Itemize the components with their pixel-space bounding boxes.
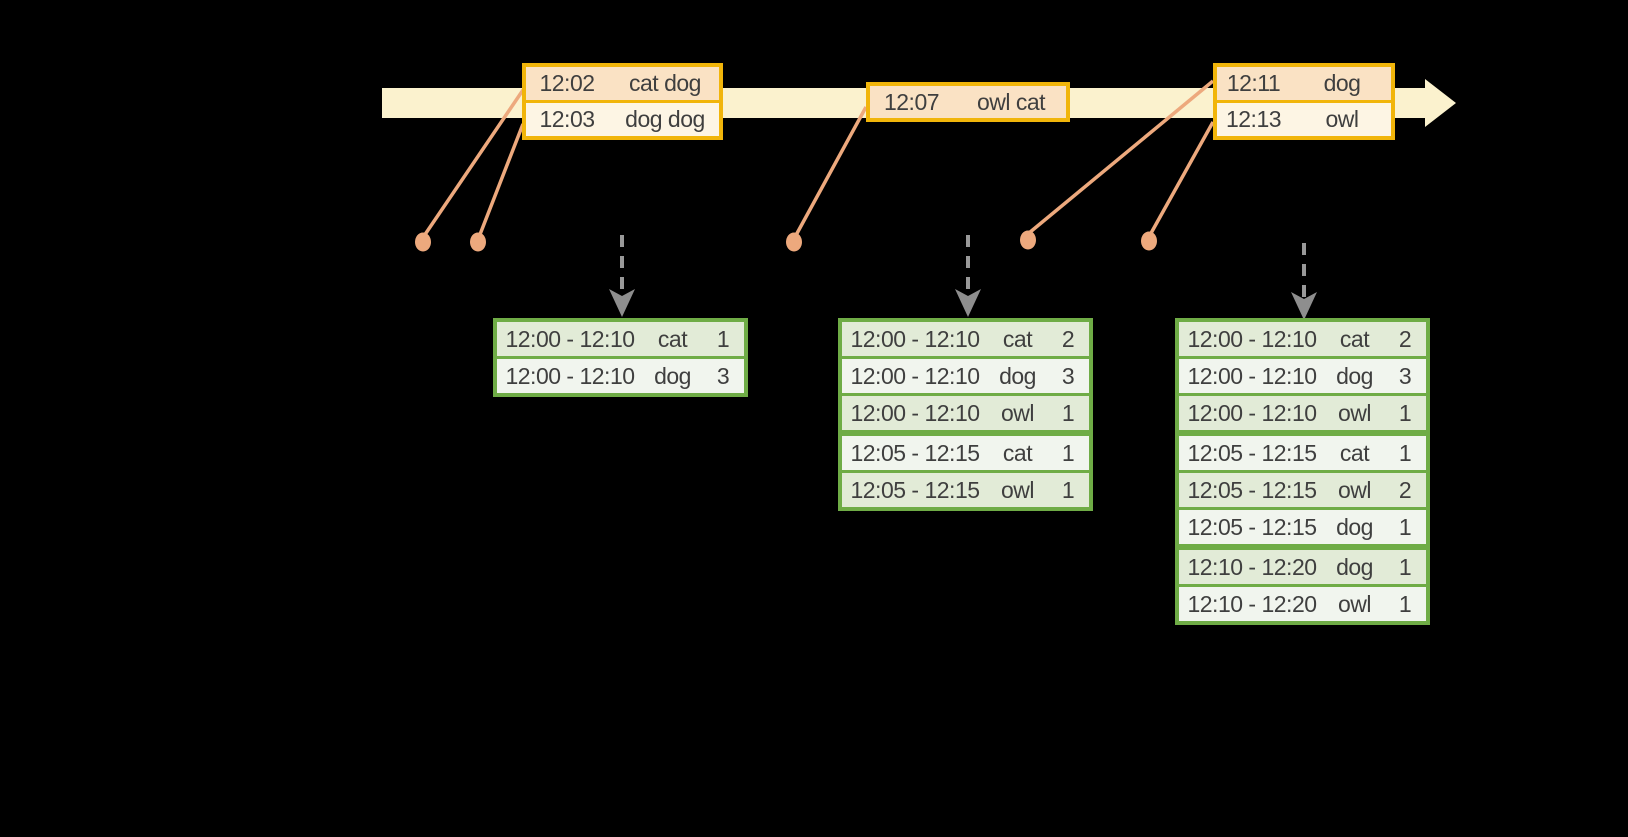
- window-range-cell: 12:05 - 12:15: [1179, 473, 1325, 507]
- result-row: 12:00 - 12:10 cat 2: [842, 322, 1089, 356]
- count-cell: 1: [1384, 436, 1426, 470]
- word-cell: owl: [1328, 587, 1381, 621]
- count-cell: 1: [1047, 396, 1089, 430]
- window-range-cell: 12:00 - 12:10: [1179, 359, 1325, 393]
- count-cell: 2: [1384, 322, 1426, 356]
- event-row: 12:07 owl cat: [870, 86, 1066, 118]
- event-time-cell: 12:02: [526, 67, 608, 100]
- window-range-cell: 12:05 - 12:15: [1179, 510, 1325, 544]
- event-table-1207: 12:07 owl cat: [866, 82, 1070, 122]
- result-row: 12:00 - 12:10 cat 1: [497, 322, 744, 356]
- event-row: 12:13 owl: [1217, 103, 1391, 136]
- word-cell: cat: [646, 322, 699, 356]
- result-row: 12:00 - 12:10 dog 3: [1179, 359, 1426, 393]
- count-cell: 1: [1047, 436, 1089, 470]
- result-row: 12:00 - 12:10 cat 2: [1179, 322, 1426, 356]
- event-row: 12:11 dog: [1217, 67, 1391, 100]
- word-cell: owl: [991, 396, 1044, 430]
- result-table-trigger-2: 12:00 - 12:10 cat 2 12:00 - 12:10 dog 3 …: [838, 318, 1093, 511]
- count-cell: 1: [1384, 550, 1426, 584]
- result-row: 12:05 - 12:15 dog 1: [1179, 510, 1426, 544]
- window-range-cell: 12:10 - 12:20: [1179, 587, 1325, 621]
- result-row: 12:05 - 12:15 owl 2: [1179, 473, 1426, 507]
- event-pin-1203-icon: [470, 232, 486, 252]
- event-pin-1207-icon: [786, 232, 802, 252]
- trigger-arrowhead-2-icon: [955, 289, 981, 317]
- connector-line-1213: [1148, 121, 1215, 236]
- trigger-arrowhead-3-icon: [1291, 292, 1317, 320]
- result-row: 12:10 - 12:20 dog 1: [1179, 550, 1426, 584]
- window-range-cell: 12:00 - 12:10: [842, 359, 988, 393]
- event-pin-1213-icon: [1141, 231, 1157, 251]
- event-table-1211-1213: 12:11 dog 12:13 owl: [1213, 63, 1395, 140]
- word-cell: dog: [646, 359, 699, 393]
- window-range-cell: 12:00 - 12:10: [842, 322, 988, 356]
- window-range-cell: 12:00 - 12:10: [497, 359, 643, 393]
- connector-line-1203: [477, 123, 525, 238]
- connector-line-1211: [1027, 79, 1215, 235]
- result-row: 12:10 - 12:20 owl 1: [1179, 587, 1426, 621]
- window-range-cell: 12:05 - 12:15: [1179, 436, 1325, 470]
- word-cell: dog: [991, 359, 1044, 393]
- word-cell: dog: [1328, 550, 1381, 584]
- trigger-arrowhead-1-icon: [609, 289, 635, 317]
- event-time-cell: 12:07: [870, 86, 953, 118]
- word-cell: cat: [991, 436, 1044, 470]
- count-cell: 3: [1384, 359, 1426, 393]
- count-cell: 3: [702, 359, 744, 393]
- result-row: 12:00 - 12:10 owl 1: [842, 396, 1089, 430]
- event-words-cell: owl cat: [956, 86, 1066, 118]
- window-range-cell: 12:10 - 12:20: [1179, 550, 1325, 584]
- word-cell: owl: [1328, 473, 1381, 507]
- word-cell: cat: [1328, 436, 1381, 470]
- count-cell: 3: [1047, 359, 1089, 393]
- window-range-cell: 12:00 - 12:10: [497, 322, 643, 356]
- event-words-cell: owl: [1293, 103, 1391, 136]
- count-cell: 1: [702, 322, 744, 356]
- result-row: 12:05 - 12:15 cat 1: [1179, 436, 1426, 470]
- word-cell: dog: [1328, 359, 1381, 393]
- word-cell: dog: [1328, 510, 1381, 544]
- window-range-cell: 12:00 - 12:10: [1179, 396, 1325, 430]
- event-time-cell: 12:13: [1217, 103, 1290, 136]
- result-table-trigger-1: 12:00 - 12:10 cat 1 12:00 - 12:10 dog 3: [493, 318, 748, 397]
- count-cell: 2: [1384, 473, 1426, 507]
- event-table-1202-1203: 12:02 cat dog 12:03 dog dog: [522, 63, 723, 140]
- connector-line-1207: [793, 106, 868, 238]
- count-cell: 1: [1384, 510, 1426, 544]
- count-cell: 1: [1384, 396, 1426, 430]
- result-row: 12:05 - 12:15 owl 1: [842, 473, 1089, 507]
- word-cell: cat: [991, 322, 1044, 356]
- connector-line-1202: [422, 89, 525, 237]
- word-cell: owl: [1328, 396, 1381, 430]
- window-range-cell: 12:05 - 12:15: [842, 473, 988, 507]
- result-table-trigger-3: 12:00 - 12:10 cat 2 12:00 - 12:10 dog 3 …: [1175, 318, 1430, 625]
- result-row: 12:00 - 12:10 owl 1: [1179, 396, 1426, 430]
- window-range-cell: 12:00 - 12:10: [1179, 322, 1325, 356]
- event-pin-1211-icon: [1020, 230, 1036, 250]
- result-row: 12:00 - 12:10 dog 3: [497, 359, 744, 393]
- count-cell: 1: [1047, 473, 1089, 507]
- word-cell: owl: [991, 473, 1044, 507]
- event-row: 12:03 dog dog: [526, 103, 719, 136]
- window-range-cell: 12:05 - 12:15: [842, 436, 988, 470]
- window-range-cell: 12:00 - 12:10: [842, 396, 988, 430]
- event-words-cell: cat dog: [611, 67, 719, 100]
- result-row: 12:00 - 12:10 dog 3: [842, 359, 1089, 393]
- event-words-cell: dog dog: [611, 103, 719, 136]
- timeline-arrowhead-icon: [1425, 79, 1456, 127]
- event-row: 12:02 cat dog: [526, 67, 719, 100]
- event-pin-1202-icon: [415, 232, 431, 252]
- count-cell: 2: [1047, 322, 1089, 356]
- event-time-cell: 12:11: [1217, 67, 1290, 100]
- count-cell: 1: [1384, 587, 1426, 621]
- word-cell: cat: [1328, 322, 1381, 356]
- event-words-cell: dog: [1293, 67, 1391, 100]
- result-row: 12:05 - 12:15 cat 1: [842, 436, 1089, 470]
- event-time-cell: 12:03: [526, 103, 608, 136]
